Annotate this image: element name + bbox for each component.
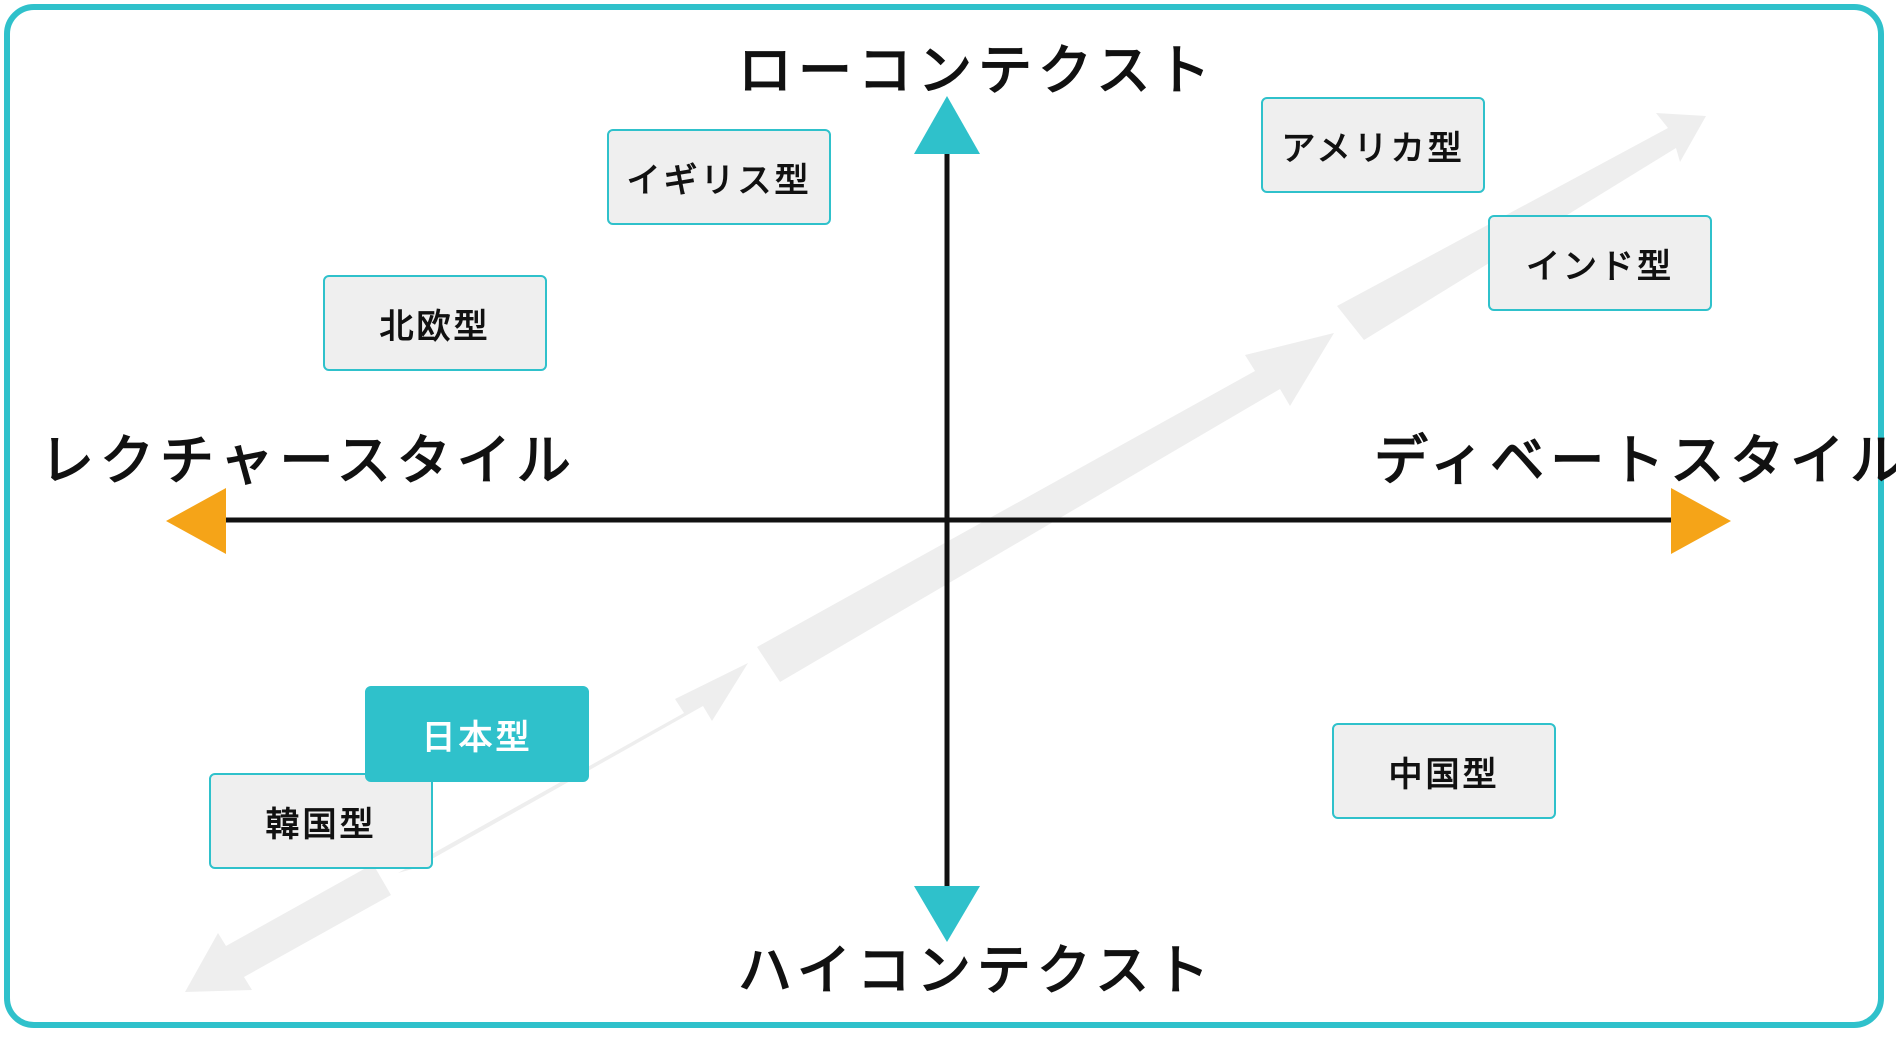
axis-label-low-context: ローコンテクスト xyxy=(738,39,1217,102)
country-box-india: インド型 xyxy=(1488,215,1712,311)
up-arrow-head xyxy=(914,96,980,154)
axis-label-high-context: ハイコンテクスト xyxy=(738,939,1216,1002)
country-box-nordic: 北欧型 xyxy=(323,275,547,371)
country-box-uk: イギリス型 xyxy=(607,129,831,225)
diagonal-arrow-segment-2 xyxy=(757,333,1334,682)
country-box-usa: アメリカ型 xyxy=(1261,97,1485,193)
left-arrow-head xyxy=(166,488,226,554)
down-arrow-head xyxy=(914,886,980,942)
diagonal-arrow-tail-head xyxy=(185,864,391,992)
axis-label-debate-style: ディベートスタイル xyxy=(1374,429,1896,492)
country-box-korea: 韓国型 xyxy=(209,773,433,869)
country-box-japan: 日本型 xyxy=(365,686,589,782)
right-arrow-head xyxy=(1671,488,1731,554)
axis-label-lecture-style: レクチャースタイル xyxy=(40,429,577,492)
country-box-china: 中国型 xyxy=(1332,723,1556,819)
diagonal-arrow-segment-1 xyxy=(398,663,748,873)
